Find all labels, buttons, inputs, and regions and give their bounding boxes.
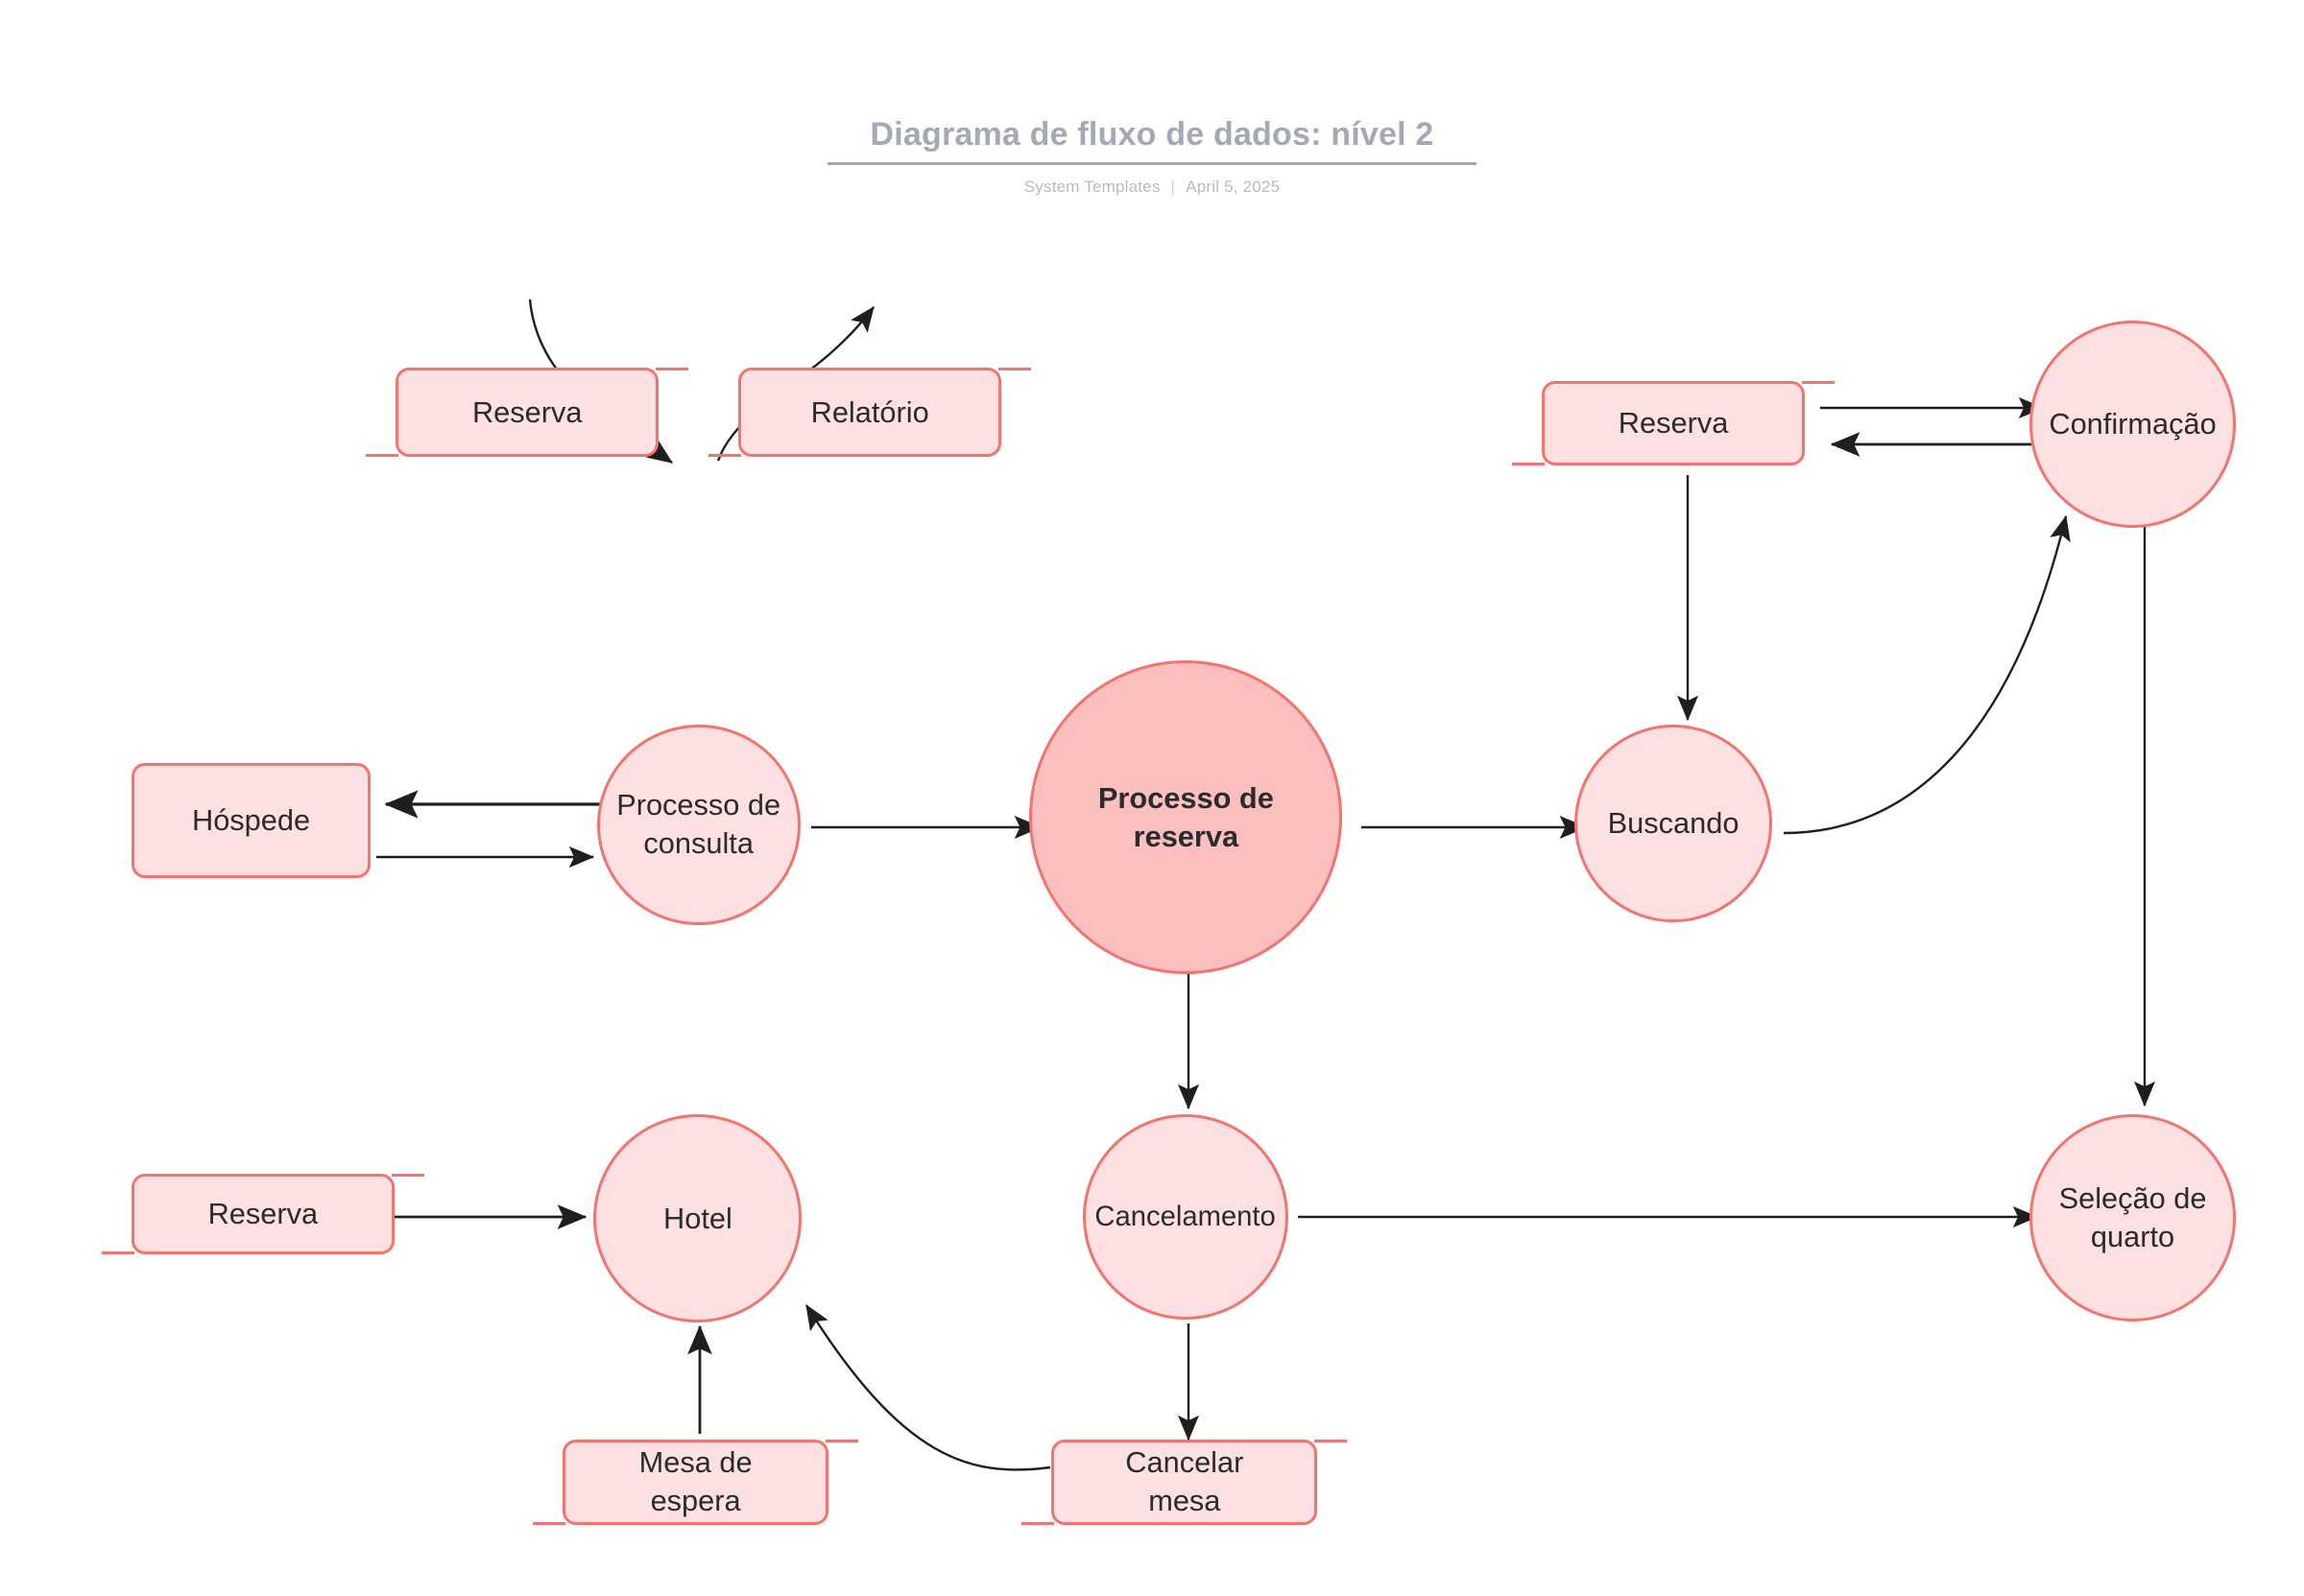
node-reserva-bottom[interactable]: Reserva (101, 1173, 424, 1255)
node-processo-de-consulta[interactable]: Processo de consulta (596, 724, 801, 925)
node-label: Reserva (207, 1196, 319, 1230)
node-label: Buscando (1607, 805, 1740, 840)
node-relatorio[interactable]: Relatório (708, 368, 1031, 458)
node-reserva-right[interactable]: Reserva (1512, 381, 1835, 466)
node-cancelar-mesa[interactable]: Cancelar mesa (1021, 1439, 1348, 1526)
node-label: Cancelamento (1094, 1202, 1276, 1233)
node-label: Seleção de quarto (2058, 1180, 2207, 1253)
node-buscando[interactable]: Buscando (1574, 724, 1773, 922)
node-reserva-top[interactable]: Reserva (366, 368, 688, 458)
node-label: Mesa de espera (638, 1445, 753, 1518)
node-label: Processo de reserva (1097, 780, 1274, 853)
node-confirmacao[interactable]: Confirmação (2028, 321, 2237, 528)
edge-cancelar-mesa-to-hotel (804, 1303, 1051, 1471)
node-label: Reserva (1618, 406, 1729, 441)
node-mesa-de-espera[interactable]: Mesa de espera (533, 1439, 858, 1526)
node-label: Cancelar mesa (1125, 1445, 1244, 1518)
node-label: Reserva (471, 394, 583, 429)
node-label: Hóspede (191, 802, 311, 837)
node-selecao-de-quarto[interactable]: Seleção de quarto (2028, 1114, 2237, 1322)
node-hospede[interactable]: Hóspede (131, 762, 372, 878)
node-label: Hotel (663, 1201, 732, 1235)
node-hotel[interactable]: Hotel (593, 1114, 803, 1323)
node-label: Relatório (810, 394, 929, 429)
node-processo-de-reserva[interactable]: Processo de reserva (1029, 660, 1343, 974)
node-label: Processo de consulta (616, 788, 781, 861)
edge-buscando-to-confirmacao (1783, 514, 2071, 835)
node-cancelamento[interactable]: Cancelamento (1082, 1114, 1288, 1321)
node-label: Confirmação (2049, 406, 2217, 441)
